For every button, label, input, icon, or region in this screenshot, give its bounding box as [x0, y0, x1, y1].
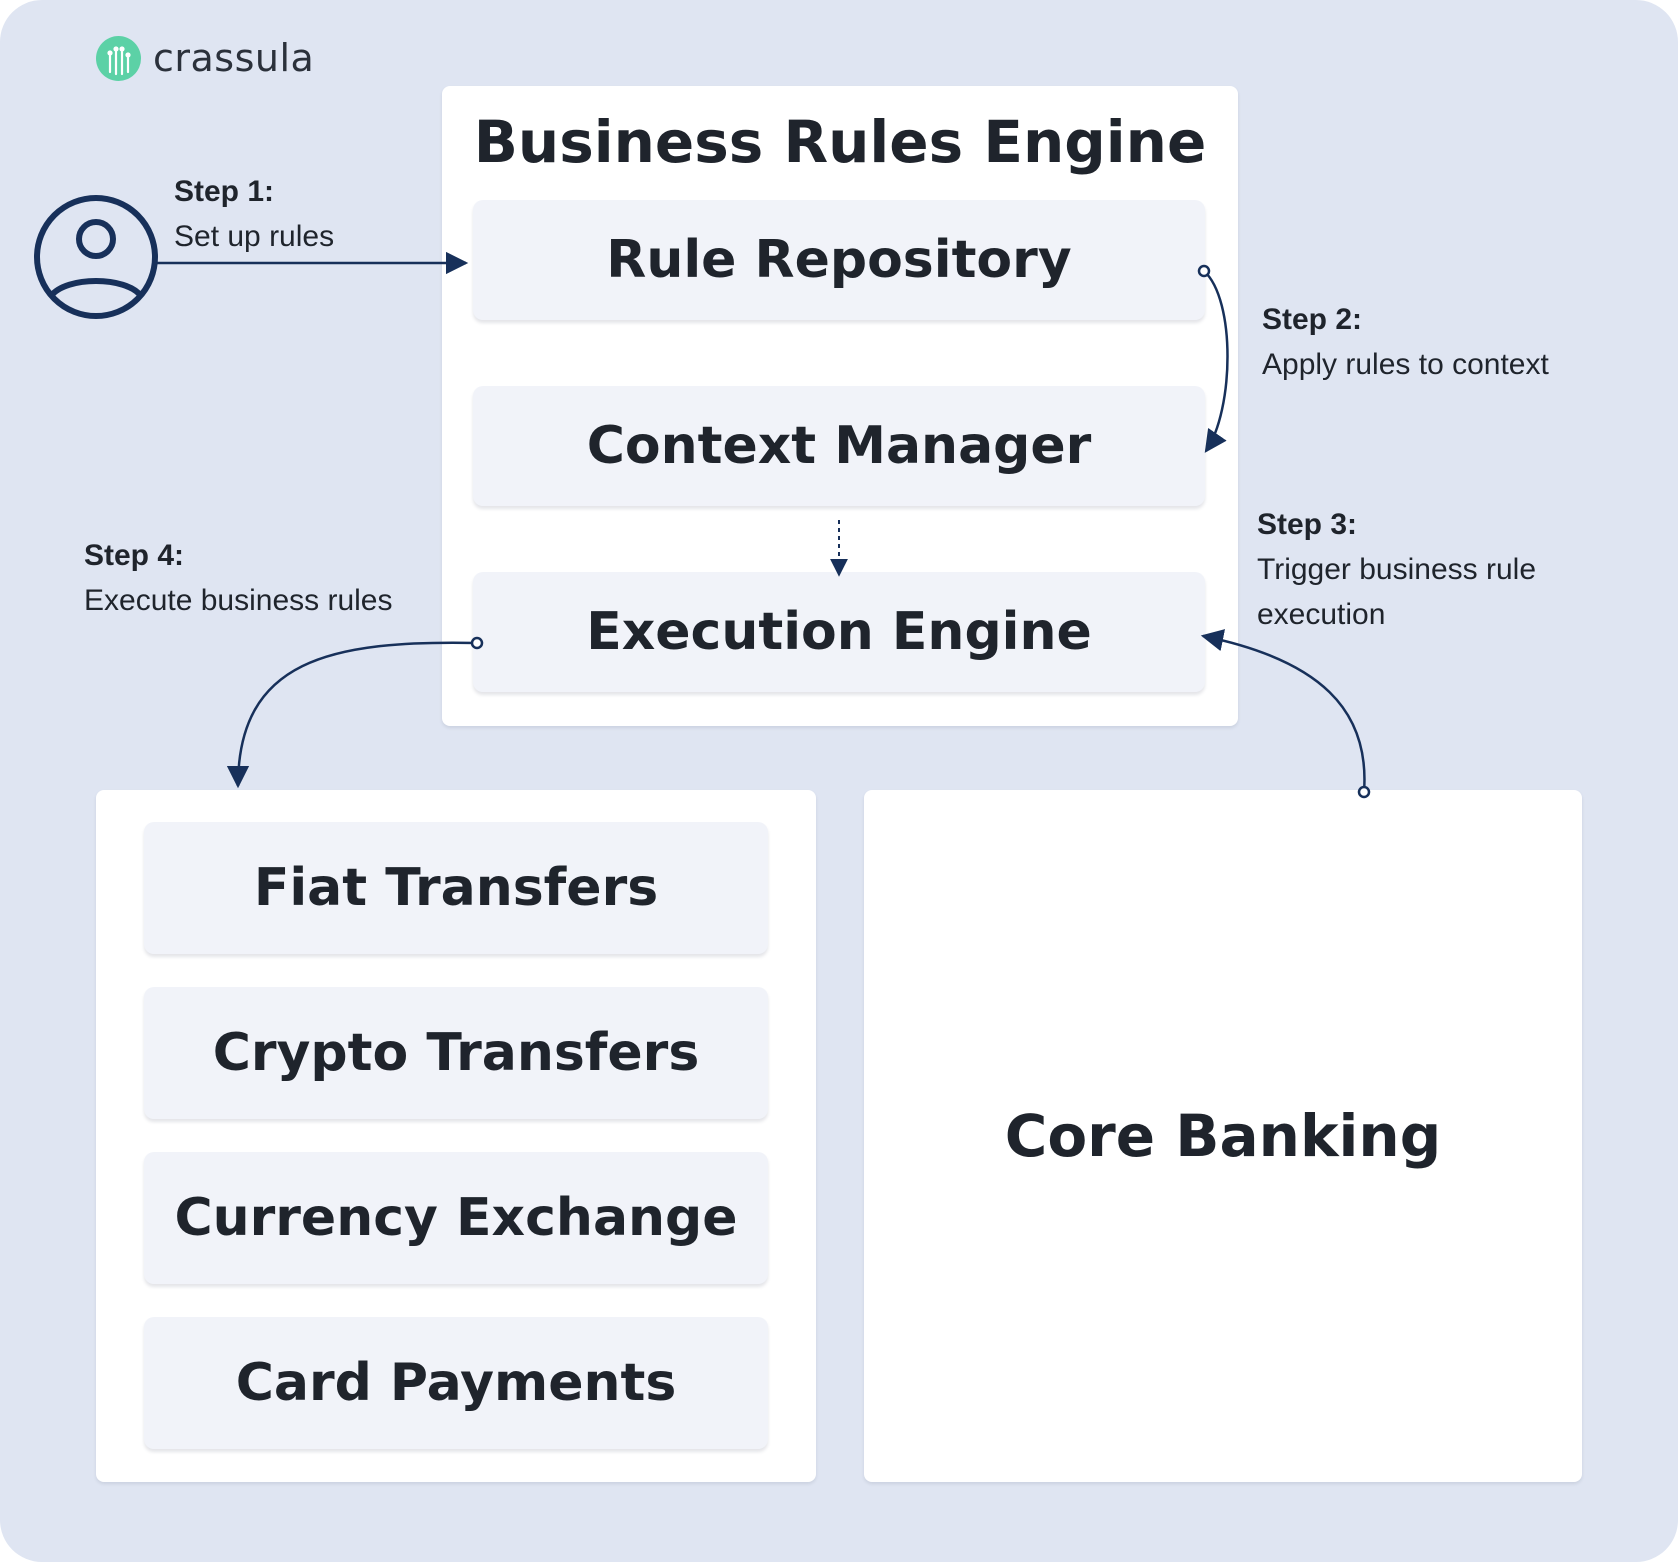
step-2-arrow-origin — [1197, 264, 1211, 278]
brand-logo: crassula — [96, 34, 314, 82]
step-3-arrow-origin — [1357, 785, 1371, 799]
step-4-text: Execute business rules — [84, 584, 393, 617]
core-banking-panel — [864, 790, 1582, 1482]
crypto-transfers-card: Crypto Transfers — [144, 987, 768, 1119]
step-4-annotation: Step 4: Execute business rules — [84, 533, 393, 623]
step-2-annotation: Step 2: Apply rules to context — [1262, 297, 1549, 387]
currency-exchange-card: Currency Exchange — [144, 1152, 768, 1284]
step-4-label: Step 4: — [84, 539, 185, 572]
step-2-arrow — [1203, 270, 1229, 453]
fiat-transfers-card: Fiat Transfers — [144, 822, 768, 954]
brand-name: crassula — [153, 36, 315, 80]
context-manager-card: Context Manager — [473, 386, 1205, 506]
step-4-arrow — [226, 641, 478, 789]
core-banking-label: Core Banking — [1004, 1102, 1442, 1170]
card-payments-card: Card Payments — [144, 1317, 768, 1449]
step-3-arrow — [1200, 629, 1366, 793]
step-1-text: Set up rules — [174, 220, 335, 253]
step-3-label: Step 3: — [1257, 508, 1358, 541]
step-1-annotation: Step 1: Set up rules — [174, 169, 334, 259]
rule-repository-card: Rule Repository — [473, 200, 1205, 320]
engine-title: Business Rules Engine — [473, 108, 1207, 176]
user-circle-icon — [34, 195, 158, 319]
execution-engine-card: Execution Engine — [473, 572, 1205, 692]
step-4-arrow-origin — [470, 636, 484, 650]
crassula-logo-icon — [96, 35, 141, 81]
step-3-text: Trigger business rule execution — [1257, 553, 1537, 631]
step-3-annotation: Step 3: Trigger business rule execution — [1257, 502, 1577, 637]
step-2-text: Apply rules to context — [1262, 348, 1549, 381]
step-1-label: Step 1: — [174, 175, 275, 208]
step-2-label: Step 2: — [1262, 303, 1363, 336]
